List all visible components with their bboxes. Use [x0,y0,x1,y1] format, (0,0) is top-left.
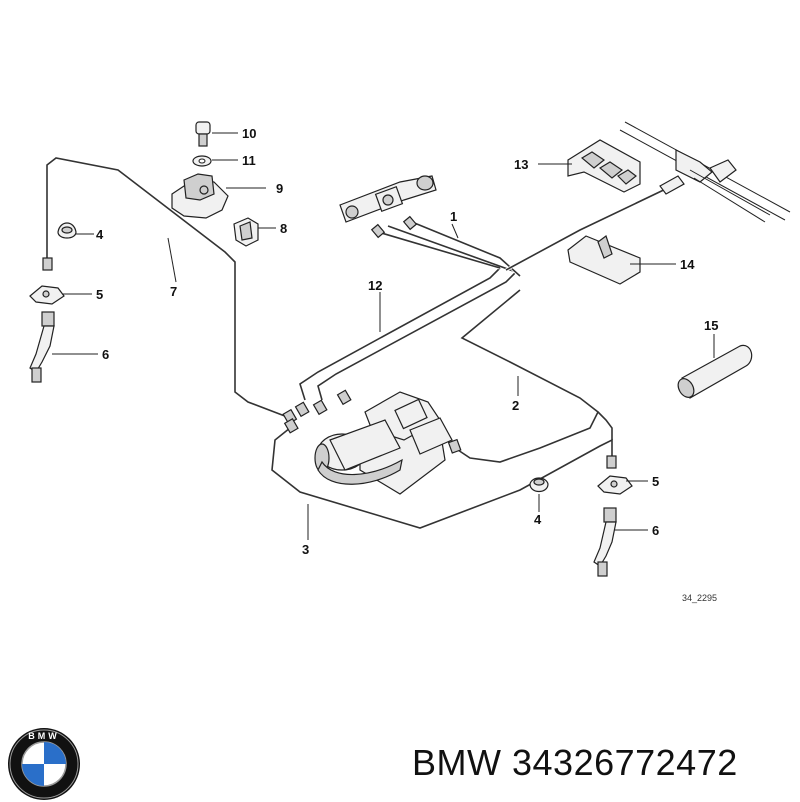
callout-7: 7 [170,284,177,299]
callout-1: 1 [450,209,457,224]
callout-8: 8 [280,221,287,236]
part-8-clip [233,217,259,247]
logo-text: BMW [28,731,60,741]
callout-2: 2 [512,398,519,413]
callouts: 10 11 9 8 4 5 6 7 1 12 2 3 4 5 6 13 14 1… [96,126,718,603]
part-6-brake-hose-right [593,507,617,577]
callout-12: 12 [368,278,382,293]
callout-5-right: 5 [652,474,659,489]
callout-6-left: 6 [102,347,109,362]
part-number-caption: BMW 34326772472 [412,742,738,784]
callout-3: 3 [302,542,309,557]
callout-4-right: 4 [534,512,542,527]
callout-15: 15 [704,318,718,333]
callout-5-left: 5 [96,287,103,302]
part-14-cover-plate [567,235,641,285]
brake-lines [45,156,673,530]
callout-9: 9 [276,181,283,196]
part-10-bolt [195,121,211,147]
part-11-washer [192,155,212,167]
callout-13: 13 [514,157,528,172]
callout-6-right: 6 [652,523,659,538]
part-15-protective-sleeve [677,344,753,399]
diagram-reference: 34_2295 [682,593,717,603]
part-9-bracket [171,173,229,219]
part-4-grommet-left [57,222,77,239]
leader-lines [52,132,715,540]
part-13-line-holder [567,139,641,193]
pipe-fittings [42,257,617,469]
abs-hydraulic-unit [314,391,453,495]
part-6-brake-hose-left [29,311,55,383]
brand-name: BMW [412,742,502,783]
bmw-roundel-icon: BMW [8,728,80,800]
part-4-grommet-right [529,477,549,493]
part-number: 34326772472 [512,742,738,783]
rear-axle-lines [619,121,791,223]
brake-master-cylinder [339,175,437,239]
callout-11: 11 [242,153,256,168]
callout-4-left: 4 [96,227,104,242]
callout-14: 14 [680,257,695,272]
part-5-clip-left [29,285,65,305]
part-5-clip-right [597,475,633,495]
callout-10: 10 [242,126,256,141]
